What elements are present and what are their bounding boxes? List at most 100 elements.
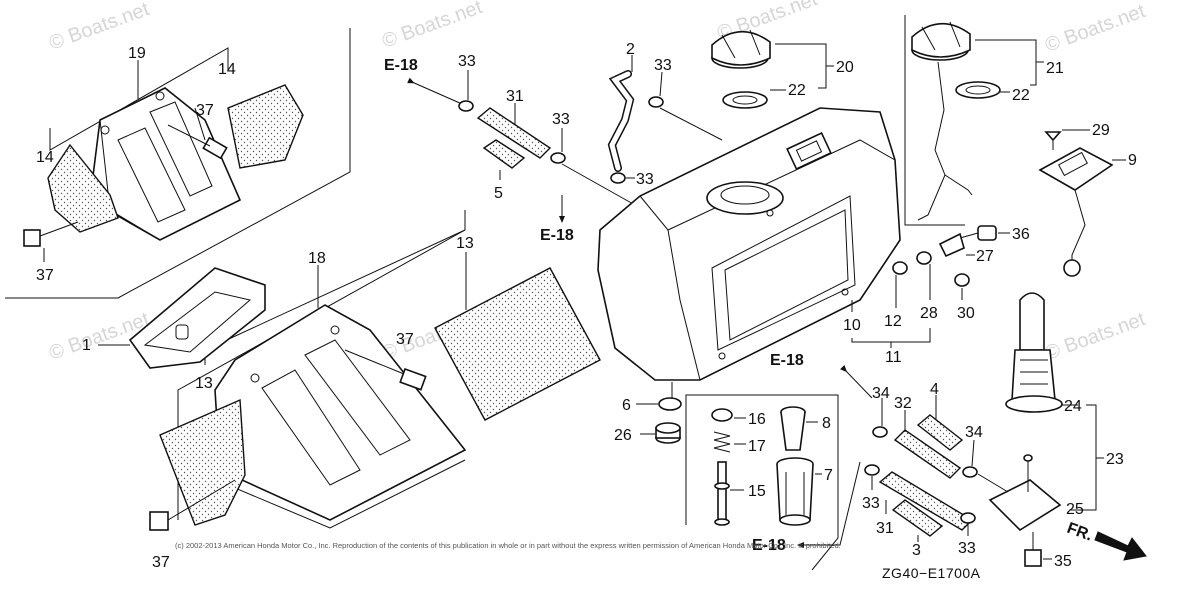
clamp-33 — [864, 464, 880, 476]
part-label-33[interactable]: 33 — [552, 111, 570, 128]
part-label-34[interactable]: 34 — [965, 424, 983, 441]
gasket-22 — [722, 91, 768, 109]
part-label-15[interactable]: 15 — [748, 483, 766, 500]
bolt-37 — [149, 479, 236, 531]
part-label-37[interactable]: 37 — [396, 331, 414, 348]
part-label-33[interactable]: 33 — [654, 57, 672, 74]
filter-8 — [780, 406, 806, 451]
part-label-33[interactable]: 33 — [458, 53, 476, 70]
clamp-34 — [872, 426, 888, 438]
clamp-34 — [962, 466, 978, 478]
part-label-24[interactable]: 24 — [1064, 398, 1082, 415]
part-label-1[interactable]: 1 — [82, 337, 91, 354]
part-label-27[interactable]: 27 — [976, 248, 994, 265]
washer-28 — [916, 251, 932, 265]
part-label-25[interactable]: 25 — [1066, 501, 1084, 518]
clamp-33 — [458, 100, 474, 112]
part-label-20[interactable]: 20 — [836, 59, 854, 76]
bracket-1 — [128, 267, 266, 369]
watermark: © Boats.net — [379, 0, 485, 53]
part-label-33[interactable]: 33 — [958, 540, 976, 557]
bushing-26 — [655, 422, 681, 444]
bracket-19 — [89, 87, 242, 241]
part-label-33[interactable]: 33 — [862, 495, 880, 512]
leader-bracket-14 — [49, 47, 229, 151]
grommet-12 — [892, 261, 908, 275]
part-label-29[interactable]: 29 — [1092, 122, 1110, 139]
reference-arrow — [840, 365, 873, 399]
part-label-16[interactable]: 16 — [748, 411, 766, 428]
part-label-22[interactable]: 22 — [1012, 87, 1030, 104]
hose-connector-line — [977, 473, 1009, 493]
part-label-6[interactable]: 6 — [622, 397, 631, 414]
copyright-notice: (c) 2002-2013 American Honda Motor Co., … — [175, 541, 841, 550]
clamp-33 — [610, 172, 626, 184]
part-label-4[interactable]: 4 — [930, 381, 939, 398]
sediment-cup-7 — [776, 457, 814, 526]
part-label-37[interactable]: 37 — [196, 102, 214, 119]
part-label-35[interactable]: 35 — [1054, 553, 1072, 570]
front-direction-arrow: FR. — [1065, 520, 1147, 561]
part-label-37[interactable]: 37 — [36, 267, 54, 284]
clamp-33 — [648, 96, 664, 108]
part-label-28[interactable]: 28 — [920, 305, 938, 322]
part-label-23[interactable]: 23 — [1106, 451, 1124, 468]
o-ring-6 — [658, 397, 682, 411]
part-label-19[interactable]: 19 — [128, 45, 146, 62]
part-label-30[interactable]: 30 — [957, 305, 975, 322]
part-label-7[interactable]: 7 — [824, 467, 833, 484]
watermark: © Boats.net — [1042, 308, 1148, 365]
part-label-22[interactable]: 22 — [788, 82, 806, 99]
gasket-22 — [955, 81, 1001, 99]
reference-e18: E-18 — [384, 57, 418, 74]
reference-arrow — [797, 461, 861, 548]
part-label-31[interactable]: 31 — [876, 520, 894, 537]
screw-29 — [1044, 131, 1062, 150]
part-label-36[interactable]: 36 — [1012, 226, 1030, 243]
leader-21 — [975, 39, 1037, 86]
leader-33 — [659, 71, 663, 97]
part-label-17[interactable]: 17 — [748, 438, 766, 455]
part-label-10[interactable]: 10 — [843, 317, 861, 334]
part-label-9[interactable]: 9 — [1128, 152, 1137, 169]
group-divider-line — [904, 15, 965, 226]
part-label-14[interactable]: 14 — [218, 61, 236, 78]
strainer-24 — [1005, 292, 1063, 413]
part-label-8[interactable]: 8 — [822, 415, 831, 432]
part-label-37[interactable]: 37 — [152, 554, 170, 571]
part-label-13[interactable]: 13 — [456, 235, 474, 252]
reference-e18: E-18 — [540, 227, 574, 244]
clamp-33 — [960, 512, 976, 524]
reference-arrow — [407, 77, 463, 105]
part-label-32[interactable]: 32 — [894, 395, 912, 412]
part-label-34[interactable]: 34 — [872, 385, 890, 402]
part-label-12[interactable]: 12 — [884, 313, 902, 330]
valve-cap-16 — [711, 408, 733, 422]
part-label-33[interactable]: 33 — [636, 171, 654, 188]
part-label-31[interactable]: 31 — [506, 88, 524, 105]
hose-connector-line — [659, 107, 723, 141]
leader-bracket-23 — [1070, 404, 1097, 511]
hose-3 — [891, 499, 944, 537]
part-label-14[interactable]: 14 — [36, 149, 54, 166]
fuel-tank — [597, 107, 901, 381]
fuel-valve-25 — [988, 454, 1062, 532]
part-label-3[interactable]: 3 — [912, 542, 921, 559]
part-label-11[interactable]: 11 — [885, 349, 902, 366]
part-label-18[interactable]: 18 — [308, 250, 326, 267]
part-label-2[interactable]: 2 — [626, 41, 635, 58]
front-label: FR. — [1065, 520, 1095, 545]
part-label-5[interactable]: 5 — [494, 185, 503, 202]
foam-pad-14 — [47, 143, 119, 233]
part-label-13[interactable]: 13 — [195, 375, 213, 392]
bolt-35 — [1024, 532, 1042, 567]
foam-pad-13 — [159, 398, 246, 526]
part-label-21[interactable]: 21 — [1046, 60, 1064, 77]
leader-bracket-11 — [851, 328, 931, 343]
bolt-36 — [959, 225, 997, 241]
bolt-37 — [167, 124, 228, 160]
fuel-gauge-9 — [1038, 147, 1114, 277]
clip-27 — [938, 232, 965, 258]
part-label-26[interactable]: 26 — [614, 427, 632, 444]
